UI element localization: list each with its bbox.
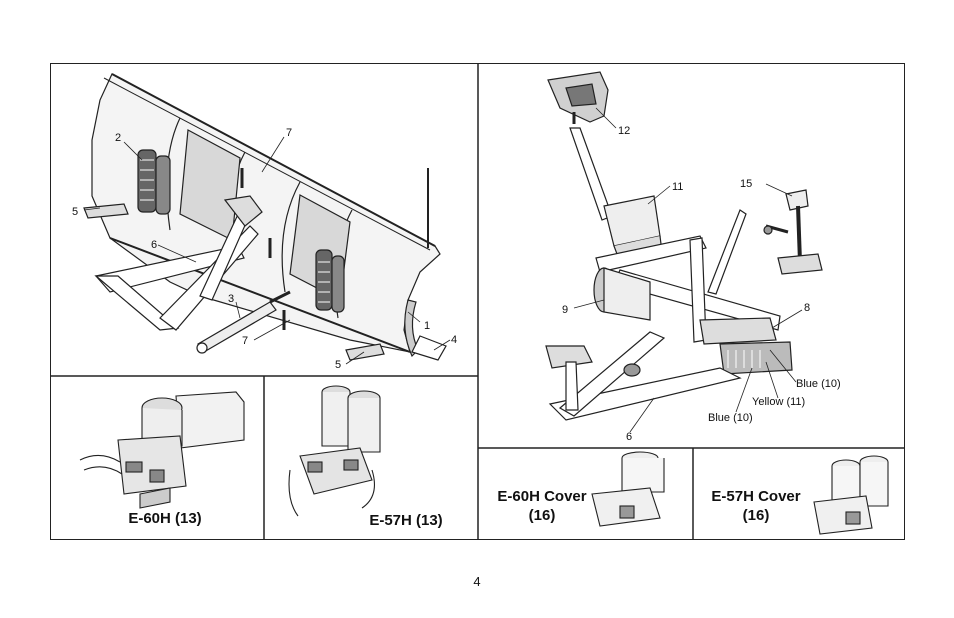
callout-15: 15 (740, 178, 752, 190)
e60h-pump-drawing (79, 391, 245, 509)
plow-blade-drawing (83, 73, 447, 361)
callout-3: 3 (228, 293, 234, 305)
caption-e60h: E-60H (13) (128, 510, 202, 527)
wire-label-yellow: Yellow (11) (752, 396, 805, 408)
callout-12: 12 (618, 125, 630, 137)
caption-e60h-cover: E-60H Cover (16) (486, 488, 598, 526)
caption-e57h-cover-line2: (16) (742, 506, 770, 524)
caption-e57h-cover-line1: E-57H Cover (711, 488, 801, 505)
callout-5-right: 5 (335, 359, 341, 371)
e57h-cover-drawing (813, 455, 889, 535)
callout-11: 11 (672, 181, 683, 193)
caption-e60h-cover-line1: E-60H Cover (497, 488, 587, 505)
caption-e57h: E-57H (13) (369, 512, 443, 529)
e57h-pump-drawing (288, 385, 381, 517)
callout-9: 9 (562, 304, 568, 316)
callout-2: 2 (115, 132, 121, 144)
caption-e60h-cover-line2: (16) (528, 506, 556, 524)
wire-label-blue-upper: Blue (10) (796, 378, 841, 390)
callout-4: 4 (451, 334, 457, 346)
wire-label-blue-lower: Blue (10) (708, 412, 753, 424)
callout-7-top: 7 (286, 127, 292, 139)
page-number: 4 (473, 574, 481, 589)
callout-7-bottom: 7 (242, 335, 248, 347)
vehicle-mount-drawing (545, 71, 823, 421)
callout-6-frame: 6 (626, 431, 632, 443)
callout-8: 8 (804, 302, 810, 314)
callout-5-left: 5 (72, 206, 78, 218)
callout-6: 6 (151, 239, 157, 251)
e60h-cover-drawing (591, 451, 665, 527)
caption-e57h-cover: E-57H Cover (16) (700, 488, 812, 526)
callout-1: 1 (424, 320, 430, 332)
